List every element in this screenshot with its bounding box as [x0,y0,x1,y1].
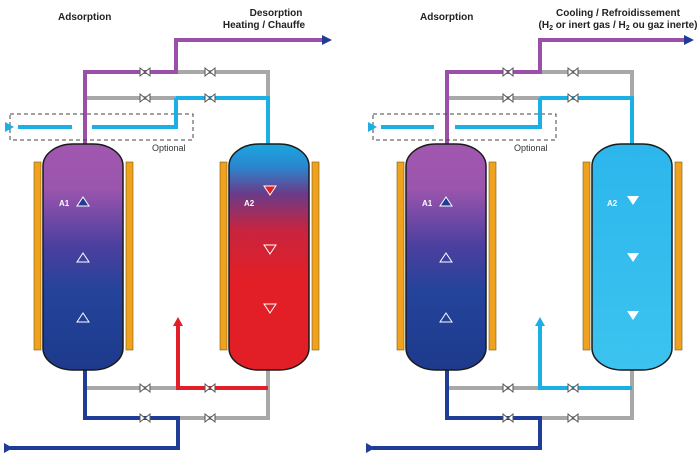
left-panel: Adsorption Desorption Heating / Chauffe … [4,8,332,453]
flow-arrow-icon [5,122,14,132]
flow-arrow-icon [322,35,332,45]
triangle-up-icon [439,196,453,207]
right-darkblue-inlet-pipe [372,370,542,450]
right-cooling-gas-pipe [538,326,632,390]
valve-icon [139,413,151,423]
triangle-up-icon [439,252,453,263]
heater-strip [396,161,405,351]
triangle-up-icon [76,312,90,323]
right-cooling-gas-label: (H2 or inert gas / H2 ou gaz inerte) [539,20,698,32]
valve-icon [204,93,216,103]
vessel-a2-label: A2 [244,199,255,208]
heater-strip [219,161,228,351]
vessel-a1 [405,143,487,371]
valve-icon [204,67,216,77]
left-darkblue-inlet-pipe [10,370,180,450]
valve-icon [502,67,514,77]
valve-icon [502,413,514,423]
valve-icon [567,383,579,393]
left-purple-outlet-pipe [83,38,322,150]
valve-icon [139,67,151,77]
valve-icon [567,67,579,77]
valve-icon [204,383,216,393]
right-purple-outlet-pipe [445,38,684,150]
left-adsorption-label: Adsorption [58,12,111,23]
flow-arrow-icon [366,443,375,453]
right-optional-box [372,113,557,141]
vessel-a1-label: A1 [422,199,433,208]
triangle-down-icon [263,244,277,255]
flow-arrow-icon [535,317,545,326]
heater-strip [311,161,320,351]
valve-icon [567,93,579,103]
left-desorption-label: Desorption [250,8,303,19]
flow-arrow-icon [368,122,377,132]
valve-icon [139,383,151,393]
vessel-a2-label: A2 [607,199,618,208]
heater-strip [33,161,42,351]
heater-strip [674,161,683,351]
right-panel: Adsorption Cooling / Refroidissement (H2… [366,8,697,453]
valve-icon [502,93,514,103]
vessel-a1-label: A1 [59,199,70,208]
triangle-down-icon [627,253,639,262]
right-optional-label: Optional [514,143,548,153]
left-optional-box [9,113,194,141]
valve-icon [139,93,151,103]
triangle-up-icon [439,312,453,323]
right-cooling-label: Cooling / Refroidissement [556,8,681,19]
left-optional-label: Optional [152,143,186,153]
triangle-up-icon [76,196,90,207]
vessel-a1 [42,143,124,371]
right-adsorption-label: Adsorption [420,12,473,23]
triangle-down-icon [627,311,639,320]
right-lightblue-pipe [540,96,634,146]
triangle-down-icon [263,185,277,196]
valve-icon [204,413,216,423]
vessel-a2-heating [228,143,310,371]
triangle-up-icon [76,252,90,263]
valve-icon [502,383,514,393]
heater-strip [488,161,497,351]
heater-strip [125,161,134,351]
flow-arrow-icon [173,317,183,326]
left-lightblue-pipe [176,96,270,146]
flow-arrow-icon [684,35,694,45]
flow-arrow-icon [4,443,13,453]
left-red-hot-pipe [176,326,268,390]
triangle-down-icon [627,196,639,205]
heater-strip [582,161,591,351]
valve-icon [567,413,579,423]
left-heating-label: Heating / Chauffe [223,20,306,31]
triangle-down-icon [263,303,277,314]
